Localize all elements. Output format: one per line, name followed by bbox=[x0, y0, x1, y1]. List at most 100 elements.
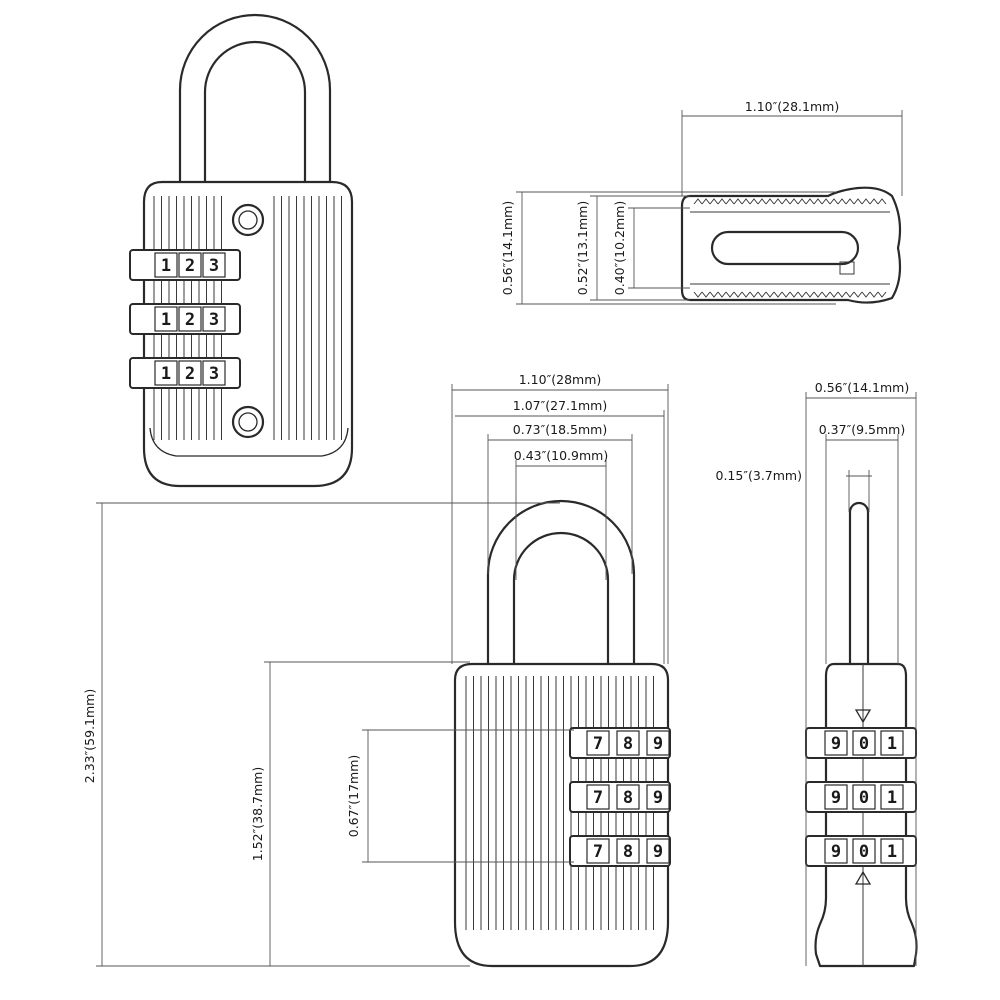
tooth-mark bbox=[773, 291, 783, 298]
digit-window bbox=[852, 838, 876, 864]
tooth-mark bbox=[861, 291, 871, 298]
back-width-dim-1 bbox=[451, 384, 669, 664]
front-rivet-bottom bbox=[231, 405, 265, 439]
tooth-mark bbox=[741, 198, 751, 205]
top-view-latch bbox=[839, 261, 855, 275]
digit-window bbox=[880, 838, 904, 864]
digit-window bbox=[646, 838, 670, 864]
digit-window bbox=[178, 252, 202, 278]
dial-digit: 7 bbox=[593, 734, 603, 754]
top-mid-height-label: 0.52″(13.1mm) bbox=[575, 201, 590, 295]
tooth-mark bbox=[717, 198, 727, 205]
back-dial-span-label: 0.67″(17mm) bbox=[346, 755, 361, 838]
dial-digit: 1 bbox=[161, 310, 171, 330]
side-width-label-2: 0.37″(9.5mm) bbox=[819, 422, 906, 437]
tooth-mark bbox=[837, 198, 847, 205]
back-width-label-3: 0.73″(18.5mm) bbox=[513, 422, 607, 437]
digit-window bbox=[616, 784, 640, 810]
tooth-mark bbox=[781, 198, 791, 205]
tooth-mark bbox=[797, 291, 807, 298]
back-width-dim-2 bbox=[455, 410, 665, 664]
dial-digit: 8 bbox=[623, 734, 633, 754]
digit-window bbox=[824, 838, 848, 864]
tooth-mark bbox=[773, 198, 783, 205]
dial-digit: 8 bbox=[623, 842, 633, 862]
tooth-mark bbox=[805, 198, 815, 205]
dial-digit: 9 bbox=[831, 734, 841, 754]
digit-window bbox=[178, 306, 202, 332]
tooth-mark bbox=[725, 198, 735, 205]
tooth-mark bbox=[821, 291, 831, 298]
back-body-height-dim bbox=[264, 661, 470, 966]
digit-window bbox=[824, 784, 848, 810]
digit-window bbox=[586, 784, 610, 810]
top-inner-height-dim bbox=[628, 207, 690, 289]
side-width-dim-1 bbox=[805, 392, 917, 966]
tooth-mark bbox=[701, 291, 711, 298]
digit-window bbox=[852, 784, 876, 810]
digit-window bbox=[202, 360, 226, 386]
top-inner-height-label: 0.40″(10.2mm) bbox=[612, 201, 627, 295]
tooth-mark bbox=[869, 291, 879, 298]
tooth-mark bbox=[749, 198, 759, 205]
tooth-mark bbox=[805, 291, 815, 298]
digit-window bbox=[824, 730, 848, 756]
tooth-mark bbox=[869, 198, 879, 205]
side-width-dim-2 bbox=[825, 434, 899, 664]
front-rivet-top-inner bbox=[238, 210, 258, 230]
tooth-mark bbox=[813, 291, 823, 298]
dial-digit: 9 bbox=[653, 788, 663, 808]
tooth-mark bbox=[709, 198, 719, 205]
digit-window bbox=[178, 360, 202, 386]
dial-digit: 3 bbox=[209, 256, 219, 276]
back-width-dim-4 bbox=[515, 460, 607, 580]
dial-digit: 1 bbox=[161, 364, 171, 384]
side-width-label-1: 0.56″(14.1mm) bbox=[815, 380, 909, 395]
tooth-mark bbox=[789, 291, 799, 298]
dial-digit: 1 bbox=[887, 734, 897, 754]
tooth-mark bbox=[757, 198, 767, 205]
digit-window bbox=[202, 252, 226, 278]
dial-digit: 7 bbox=[593, 842, 603, 862]
back-dial-span-dim bbox=[362, 729, 574, 863]
digit-window bbox=[202, 306, 226, 332]
digit-window bbox=[880, 784, 904, 810]
tooth-mark bbox=[765, 291, 775, 298]
digit-window bbox=[616, 730, 640, 756]
tooth-mark bbox=[733, 291, 743, 298]
tooth-mark bbox=[693, 198, 703, 205]
back-total-height-dim bbox=[96, 502, 560, 967]
back-width-label-1: 1.10″(28mm) bbox=[519, 372, 602, 387]
dial-digit: 9 bbox=[653, 734, 663, 754]
back-body-outline bbox=[453, 662, 670, 968]
digit-window bbox=[852, 730, 876, 756]
front-body-outline bbox=[142, 180, 354, 488]
dial-digit: 2 bbox=[185, 310, 195, 330]
tooth-mark bbox=[829, 291, 839, 298]
dial-digit: 9 bbox=[831, 788, 841, 808]
front-rivet-top bbox=[231, 203, 265, 237]
back-shackle bbox=[486, 499, 636, 666]
dial-digit: 2 bbox=[185, 364, 195, 384]
tooth-mark bbox=[845, 291, 855, 298]
digit-window bbox=[154, 252, 178, 278]
back-width-label-4: 0.43″(10.9mm) bbox=[514, 448, 608, 463]
tooth-mark bbox=[781, 291, 791, 298]
back-total-height-label: 2.33″(59.1mm) bbox=[82, 689, 97, 783]
side-shackle-label: 0.15″(3.7mm) bbox=[716, 468, 803, 483]
tooth-mark bbox=[725, 291, 735, 298]
digit-window bbox=[646, 784, 670, 810]
digit-window bbox=[154, 306, 178, 332]
tooth-mark bbox=[701, 198, 711, 205]
digit-window bbox=[154, 360, 178, 386]
back-body-height-label: 1.52″(38.7mm) bbox=[250, 767, 265, 861]
dial-digit: 1 bbox=[887, 788, 897, 808]
front-ribs bbox=[153, 196, 342, 440]
tooth-mark bbox=[877, 291, 887, 298]
tooth-mark bbox=[813, 198, 823, 205]
back-width-label-2: 1.07″(27.1mm) bbox=[513, 398, 607, 413]
